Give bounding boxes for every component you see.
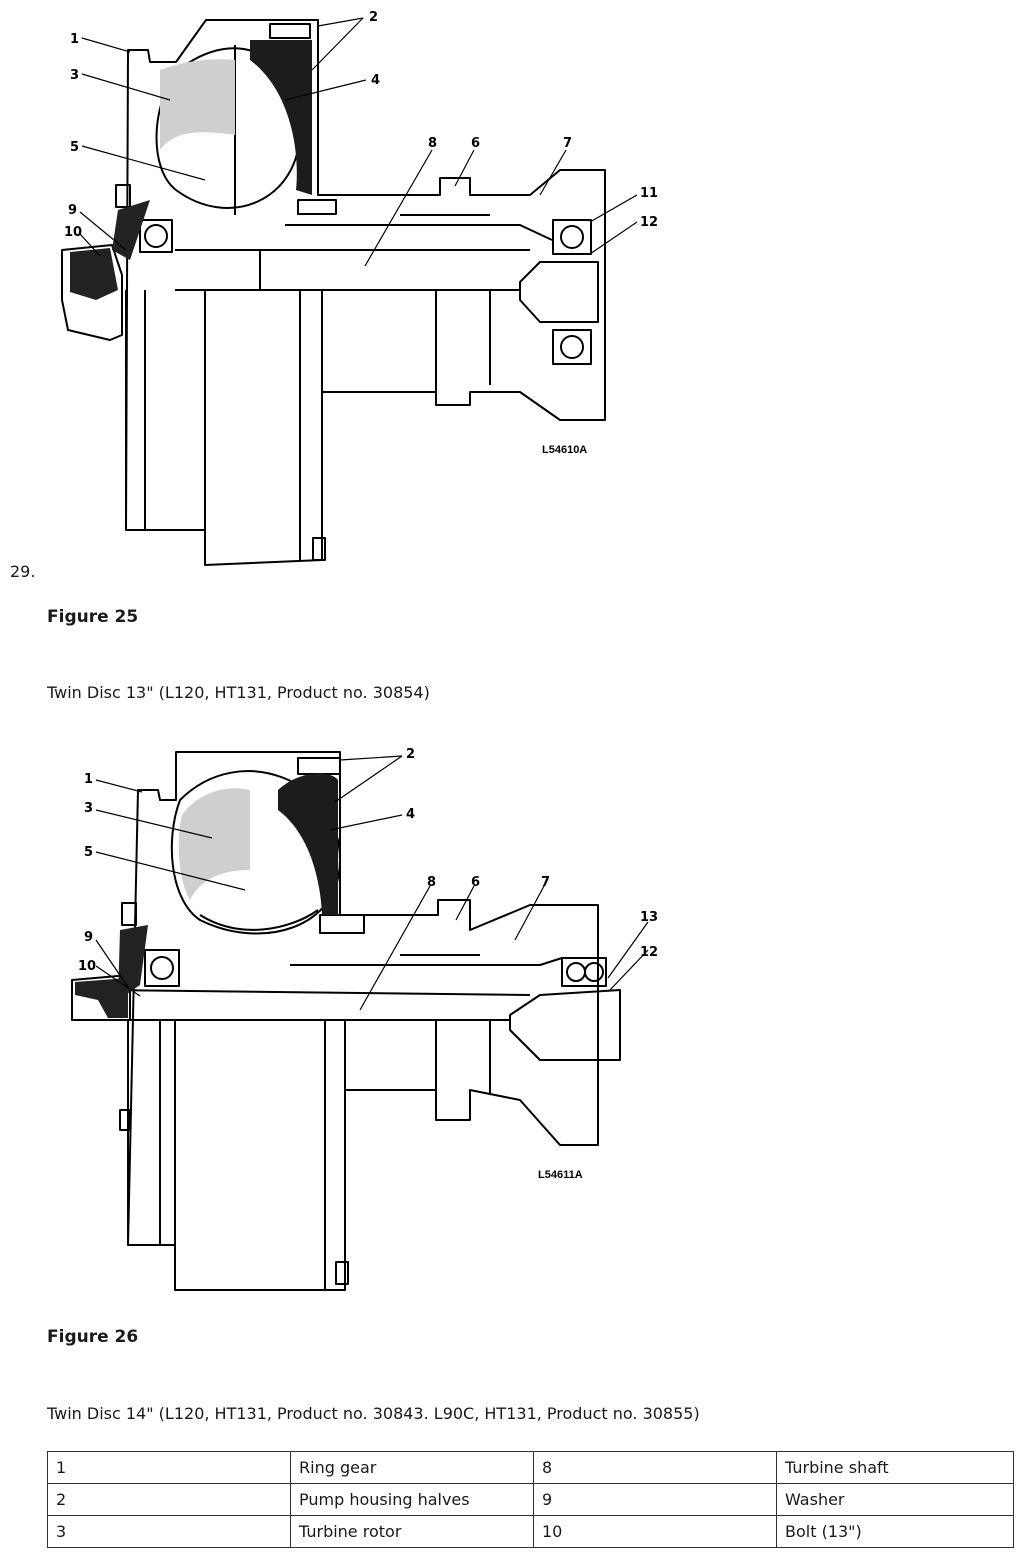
- table-row: 2 Pump housing halves 9 Washer: [47, 1483, 1014, 1516]
- table-cell: Pump housing halves: [290, 1483, 534, 1516]
- fig26-callout-6: 6: [471, 875, 480, 890]
- table-cell: Bolt (13"): [776, 1515, 1014, 1548]
- fig25-callout-8: 8: [428, 136, 437, 151]
- table-cell: 2: [47, 1483, 291, 1516]
- fig26-callout-5: 5: [84, 845, 93, 860]
- fig25-callout-7: 7: [563, 136, 572, 151]
- table-cell: 8: [533, 1451, 777, 1484]
- fig26-callout-9: 9: [84, 930, 93, 945]
- table-row: 1 Ring gear 8 Turbine shaft: [47, 1451, 1014, 1484]
- parts-table: 1 Ring gear 8 Turbine shaft 2 Pump housi…: [47, 1451, 1014, 1548]
- fig25-callout-6: 6: [471, 136, 480, 151]
- table-cell: Ring gear: [290, 1451, 534, 1484]
- fig25-callout-9: 9: [68, 203, 77, 218]
- figure-25-title: Figure 25: [47, 607, 139, 627]
- fig26-callout-8: 8: [427, 875, 436, 890]
- figure-26-title: Figure 26: [47, 1327, 139, 1347]
- fig25-callout-10: 10: [64, 225, 82, 240]
- fig26-callout-3: 3: [84, 801, 93, 816]
- fig26-callout-12: 12: [640, 945, 658, 960]
- figure-25-caption: Twin Disc 13" (L120, HT131, Product no. …: [47, 683, 430, 702]
- figure-25-drawing: 1 2 3 4 5 6 7 8 9 10 11 12 L54610A: [61, 10, 658, 566]
- table-cell: 1: [47, 1451, 291, 1484]
- fig25-callout-3: 3: [70, 68, 79, 83]
- fig26-callout-13: 13: [640, 910, 658, 925]
- table-cell: 9: [533, 1483, 777, 1516]
- figure-26-caption: Twin Disc 14" (L120, HT131, Product no. …: [47, 1404, 700, 1423]
- table-row: 3 Turbine rotor 10 Bolt (13"): [47, 1515, 1014, 1548]
- fig26-callout-10: 10: [78, 959, 96, 974]
- figure-26-drawing: 1 2 3 4 5 6 7 8 9 10 13 12 L54611A: [71, 747, 658, 1291]
- fig25-drawing-code: L54610A: [542, 444, 587, 456]
- fig25-callout-5: 5: [70, 140, 79, 155]
- table-cell: 3: [47, 1515, 291, 1548]
- fig26-callout-1: 1: [84, 772, 93, 787]
- step-number: 29.: [10, 562, 36, 581]
- table-cell: Washer: [776, 1483, 1014, 1516]
- fig26-callout-4: 4: [406, 807, 415, 822]
- table-cell: Turbine shaft: [776, 1451, 1014, 1484]
- fig25-callout-2: 2: [369, 10, 378, 25]
- fig25-callout-4: 4: [371, 73, 380, 88]
- table-cell: 10: [533, 1515, 777, 1548]
- fig26-callout-2: 2: [406, 747, 415, 762]
- table-cell: Turbine rotor: [290, 1515, 534, 1548]
- fig25-callout-12: 12: [640, 215, 658, 230]
- fig25-callout-1: 1: [70, 32, 79, 47]
- fig26-callout-7: 7: [541, 875, 550, 890]
- fig26-drawing-code: L54611A: [538, 1169, 583, 1181]
- fig25-callout-11: 11: [640, 186, 658, 201]
